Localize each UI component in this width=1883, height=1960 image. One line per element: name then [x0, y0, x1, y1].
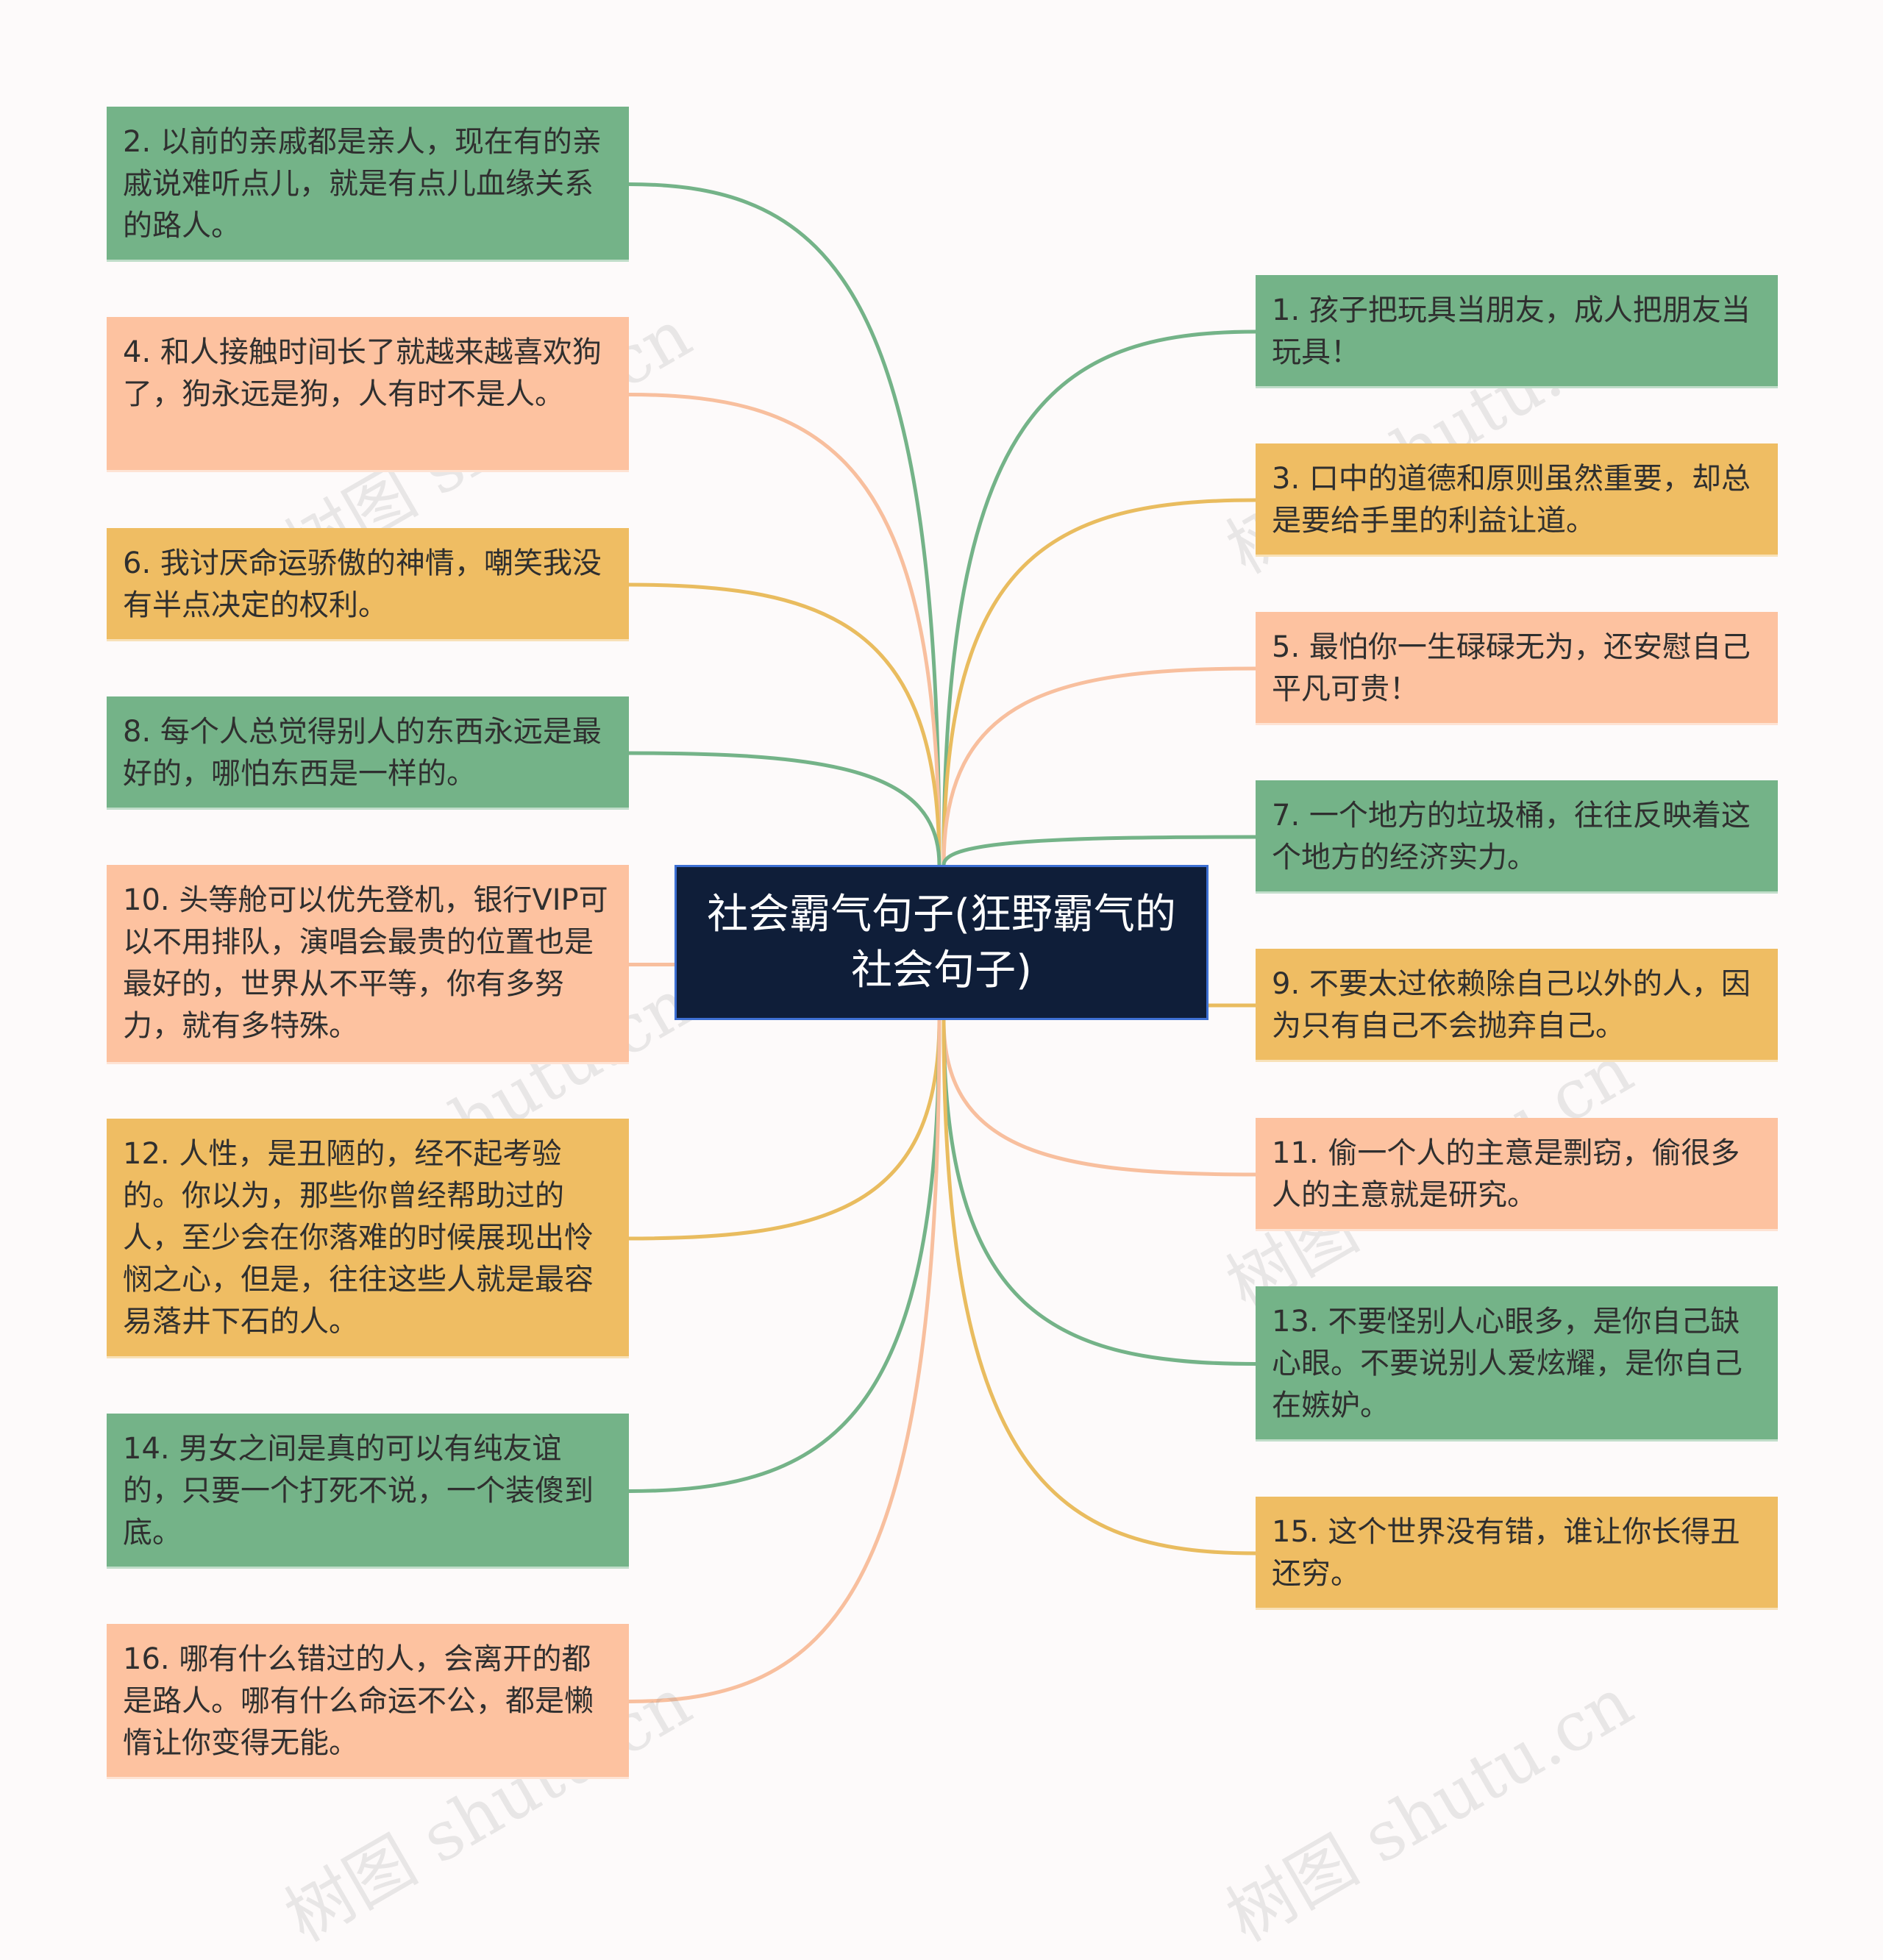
connector-right-6 [942, 1019, 1256, 1366]
connector-right-3 [942, 835, 1256, 866]
connector-right-7 [942, 1019, 1256, 1555]
left-node-14[interactable]: 14. 男女之间是真的可以有纯友谊的，只要一个打死不说，一个装傻到底。 [107, 1414, 629, 1569]
left-node-4[interactable]: 4. 和人接触时间长了就越来越喜欢狗了，狗永远是狗，人有时不是人。 [107, 317, 629, 472]
left-node-10[interactable]: 10. 头等舱可以优先登机，银行VIP可以不用排队，演唱会最贵的位置也是最好的，… [107, 865, 629, 1064]
right-node-3[interactable]: 3. 口中的道德和原则虽然重要，却总是要给手里的利益让道。 [1256, 443, 1778, 557]
connector-left-5 [628, 1019, 942, 1241]
left-node-16[interactable]: 16. 哪有什么错过的人，会离开的都是路人。哪有什么命运不公，都是懒惰让你变得无… [107, 1624, 629, 1779]
connector-left-0 [628, 182, 942, 866]
connector-left-3 [628, 751, 942, 866]
right-node-5[interactable]: 5. 最怕你一生碌碌无为，还安慰自己平凡可贵！ [1256, 612, 1778, 725]
connector-left-6 [628, 1019, 942, 1493]
central-topic-label: 社会霸气句子(狂野霸气的社会句子) [707, 890, 1176, 994]
connector-left-2 [628, 582, 942, 866]
connector-right-1 [942, 498, 1256, 866]
left-node-12[interactable]: 12. 人性，是丑陋的，经不起考验的。你以为，那些你曾经帮助过的人，至少会在你落… [107, 1119, 629, 1358]
left-node-6[interactable]: 6. 我讨厌命运骄傲的神情，嘲笑我没有半点决定的权利。 [107, 528, 629, 641]
right-node-15[interactable]: 15. 这个世界没有错，谁让你长得丑还穷。 [1256, 1497, 1778, 1610]
right-node-1[interactable]: 1. 孩子把玩具当朋友，成人把朋友当玩具！ [1256, 275, 1778, 388]
connector-right-5 [942, 1019, 1256, 1177]
connector-left-7 [628, 1019, 942, 1703]
left-node-2[interactable]: 2. 以前的亲戚都是亲人，现在有的亲戚说难听点儿，就是有点儿血缘关系的路人。 [107, 107, 629, 262]
connector-right-2 [942, 666, 1256, 866]
connector-left-1 [628, 393, 942, 866]
right-node-13[interactable]: 13. 不要怪别人心眼多，是你自己缺心眼。不要说别人爱炫耀，是你自己在嫉妒。 [1256, 1286, 1778, 1442]
right-node-11[interactable]: 11. 偷一个人的主意是剽窃，偷很多人的主意就是研究。 [1256, 1118, 1778, 1231]
central-topic[interactable]: 社会霸气句子(狂野霸气的社会句子) [674, 865, 1209, 1020]
right-node-7[interactable]: 7. 一个地方的垃圾桶，往往反映着这个地方的经济实力。 [1256, 780, 1778, 894]
connector-right-0 [942, 329, 1256, 866]
right-node-9[interactable]: 9. 不要太过依赖除自己以外的人，因为只有自己不会抛弃自己。 [1256, 949, 1778, 1062]
left-node-8[interactable]: 8. 每个人总觉得别人的东西永远是最好的，哪怕东西是一样的。 [107, 696, 629, 810]
